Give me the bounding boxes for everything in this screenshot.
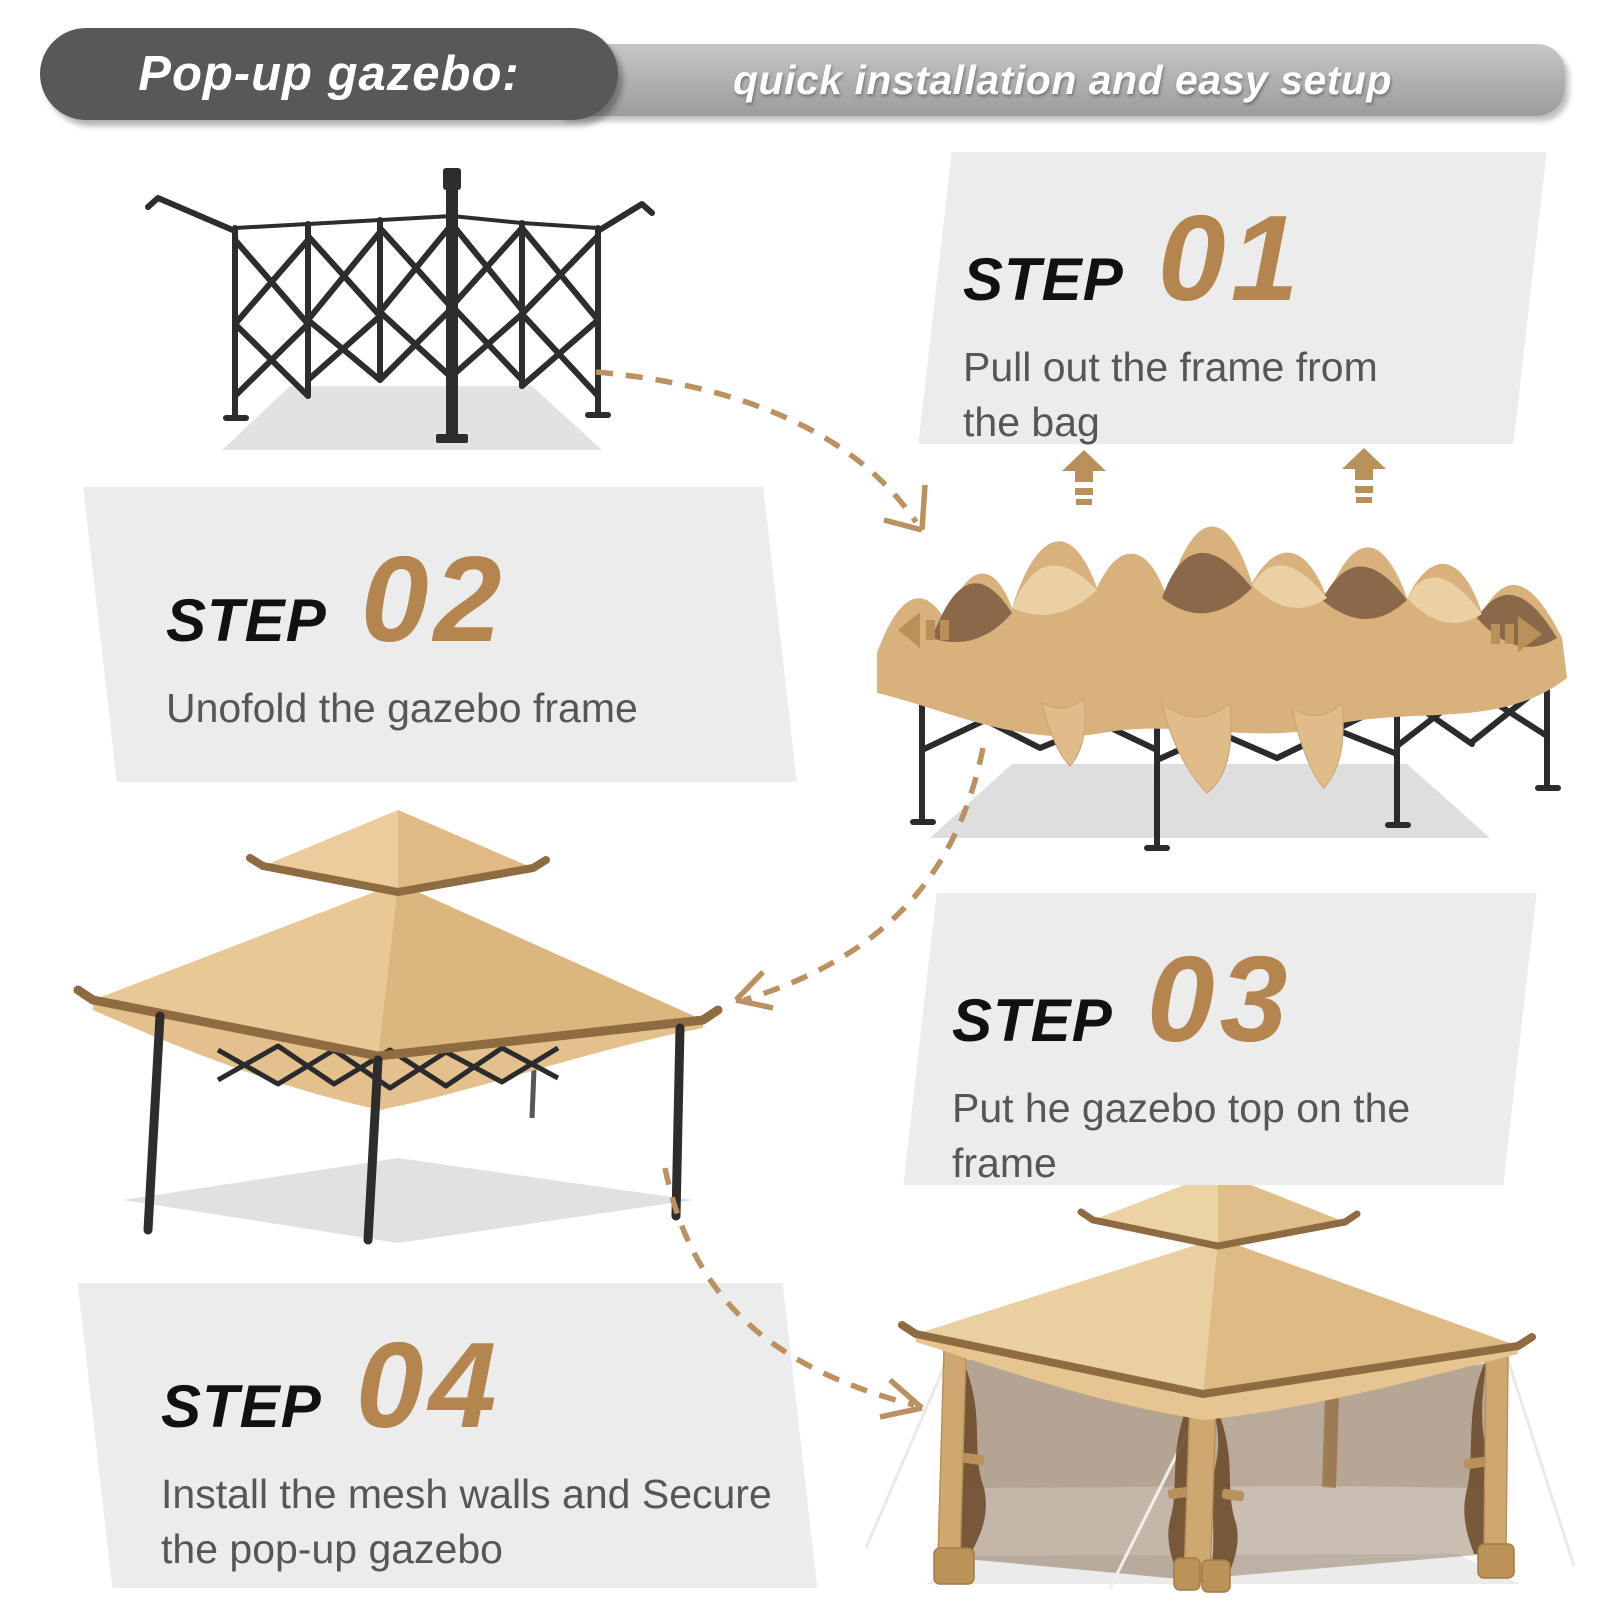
step-2-panel: STEP 02 Unofold the gazebo frame — [83, 487, 797, 782]
right-arrow-icon — [1488, 616, 1542, 652]
step-4-description: Install the mesh walls and Secure the po… — [161, 1471, 772, 1572]
step-3-label: STEP — [952, 987, 1113, 1054]
half-open-gazebo-illustration — [862, 448, 1587, 853]
step-1-number: 01 — [1157, 190, 1304, 326]
folded-frame-image — [145, 168, 655, 450]
step-1-heading: STEP 01 — [963, 190, 1530, 326]
folded-frame-illustration — [140, 128, 660, 463]
step-2-description: Unofold the gazebo frame — [166, 685, 638, 731]
step-4-number: 04 — [355, 1317, 502, 1453]
half-open-gazebo-image — [877, 526, 1567, 851]
step-2-number: 02 — [360, 531, 507, 667]
step-1-label: STEP — [963, 246, 1124, 313]
step-2-label: STEP — [166, 587, 327, 654]
step-4-panel: STEP 04 Install the mesh walls and Secur… — [77, 1283, 818, 1588]
final-gazebo-illustration — [858, 1158, 1583, 1593]
step-2-heading: STEP 02 — [166, 531, 780, 667]
up-arrow-icon — [1342, 448, 1386, 506]
step-1-panel: STEP 01 Pull out the frame from the bag — [918, 152, 1547, 445]
header-subtitle-bar: quick installation and easy setup — [560, 44, 1565, 116]
final-gazebo-image — [864, 1172, 1576, 1593]
header-subtitle: quick installation and easy setup — [732, 56, 1392, 103]
assembled-gazebo-image — [73, 810, 723, 1245]
left-arrow-icon — [898, 612, 952, 648]
step-1-description: Pull out the frame from the bag — [963, 344, 1378, 445]
step-4-label: STEP — [161, 1373, 322, 1440]
assembled-gazebo-illustration — [68, 788, 733, 1248]
header-title-block: Pop-up gazebo: — [40, 28, 618, 120]
step-3-number: 03 — [1146, 931, 1293, 1067]
step-4-heading: STEP 04 — [161, 1317, 800, 1453]
step-3-panel: STEP 03 Put he gazebo top on the frame — [903, 893, 1537, 1186]
header-title: Pop-up gazebo: — [138, 47, 520, 101]
step-3-description: Put he gazebo top on the frame — [952, 1085, 1411, 1186]
up-arrow-icon — [1062, 450, 1106, 508]
step-3-heading: STEP 03 — [952, 931, 1520, 1067]
